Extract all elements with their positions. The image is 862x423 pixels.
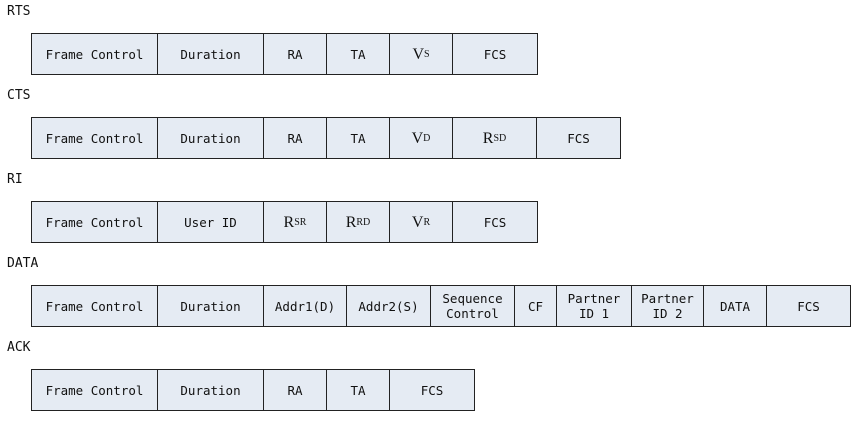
frame-ri: Frame Control User ID RSR RRD VR FCS [31,201,538,243]
field-vs: VS [390,34,453,74]
frame-rts: Frame Control Duration RA TA VS FCS [31,33,538,75]
field-fcs: FCS [537,118,620,158]
field-ra: RA [264,118,327,158]
field-vd: VD [390,118,453,158]
field-ra: RA [264,370,327,410]
field-partner-id-2: Partner ID 2 [632,286,704,326]
field-ta: TA [327,118,390,158]
field-duration: Duration [158,370,264,410]
field-frame-control: Frame Control [32,286,158,326]
frame-label-ri: RI [7,172,23,188]
field-data: DATA [704,286,767,326]
frame-label-data: DATA [7,256,38,272]
field-partner-id-1: Partner ID 1 [557,286,632,326]
field-ta: TA [327,34,390,74]
field-duration: Duration [158,34,264,74]
field-addr1: Addr1(D) [264,286,347,326]
field-duration: Duration [158,118,264,158]
frame-label-rts: RTS [7,4,30,20]
field-fcs: FCS [767,286,850,326]
field-cf: CF [515,286,557,326]
field-frame-control: Frame Control [32,118,158,158]
field-vr: VR [390,202,453,242]
field-frame-control: Frame Control [32,34,158,74]
frame-label-cts: CTS [7,88,30,104]
field-addr2: Addr2(S) [347,286,431,326]
field-rsd: RSD [453,118,537,158]
field-fcs: FCS [453,34,537,74]
field-frame-control: Frame Control [32,202,158,242]
field-fcs: FCS [390,370,474,410]
frame-data: Frame Control Duration Addr1(D) Addr2(S)… [31,285,851,327]
field-rrd: RRD [327,202,390,242]
field-duration: Duration [158,286,264,326]
frame-cts: Frame Control Duration RA TA VD RSD FCS [31,117,621,159]
field-user-id: User ID [158,202,264,242]
frame-label-ack: ACK [7,340,30,356]
field-ra: RA [264,34,327,74]
field-sequence-control: Sequence Control [431,286,515,326]
field-fcs: FCS [453,202,537,242]
field-rsr: RSR [264,202,327,242]
field-frame-control: Frame Control [32,370,158,410]
frame-ack: Frame Control Duration RA TA FCS [31,369,475,411]
field-ta: TA [327,370,390,410]
